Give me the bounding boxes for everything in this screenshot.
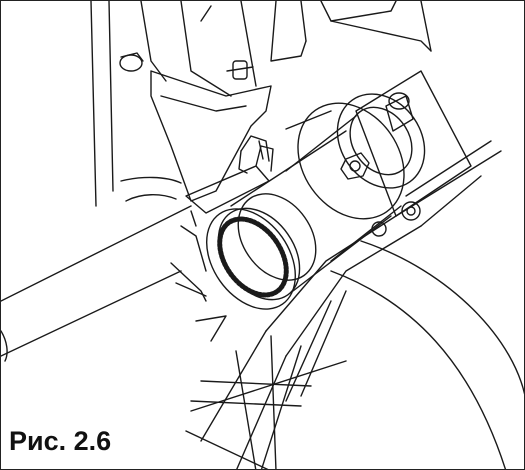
figure-caption: Рис. 2.6 — [7, 425, 118, 459]
